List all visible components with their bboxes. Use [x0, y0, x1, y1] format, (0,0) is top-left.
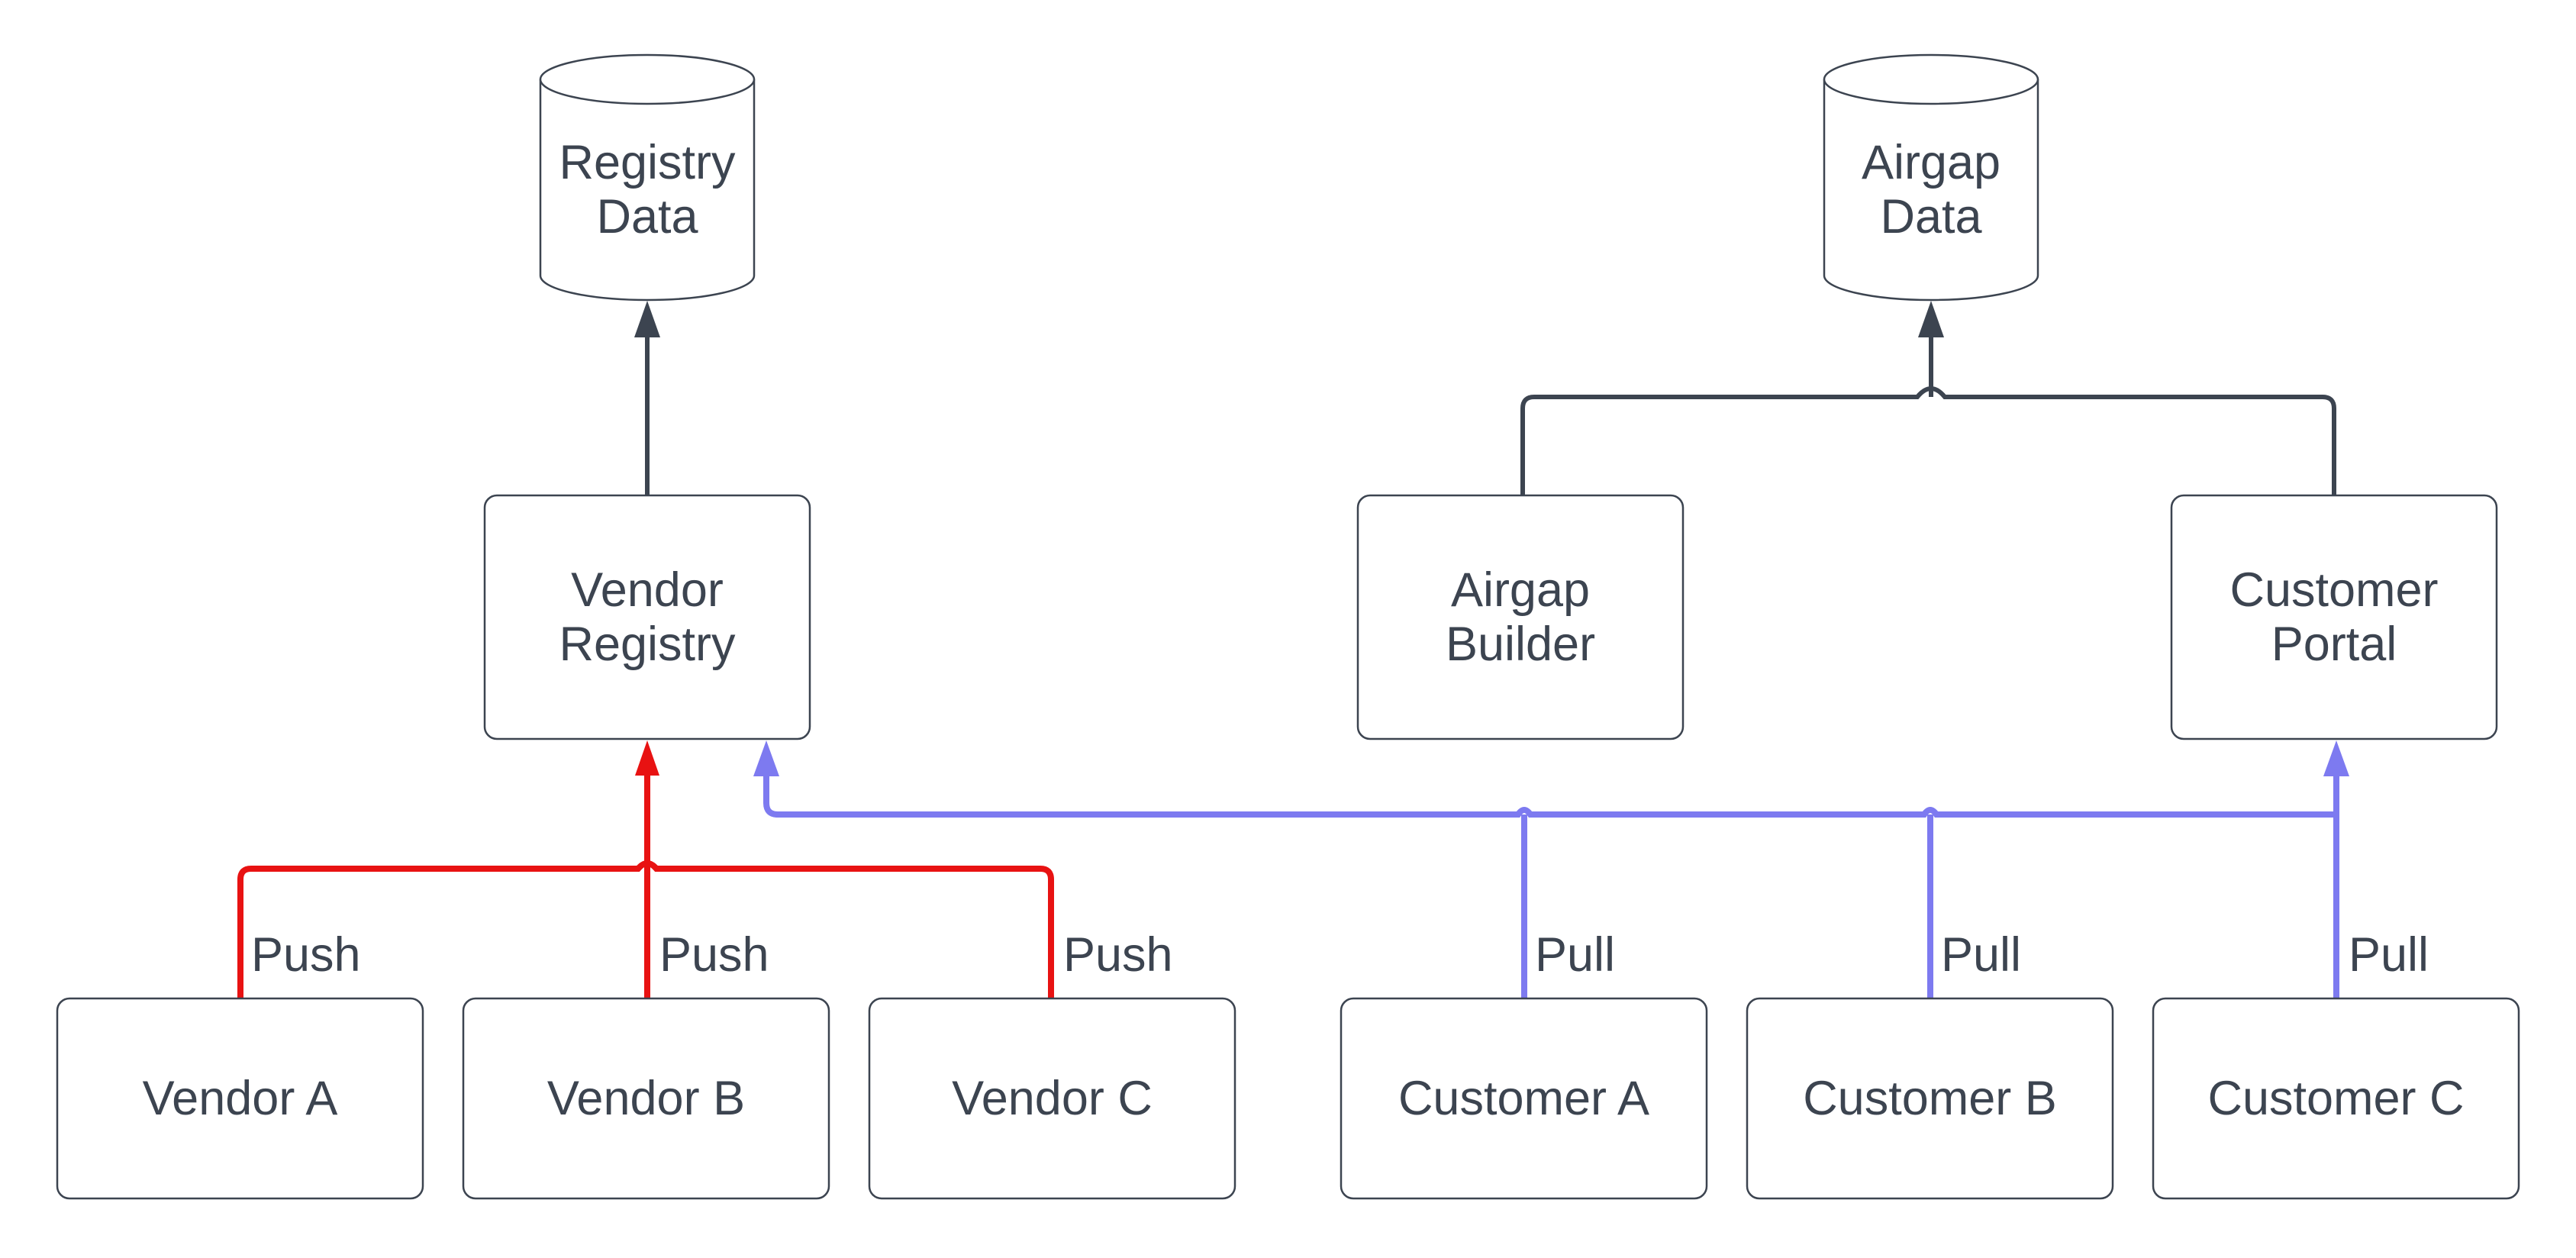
vendor-a-box	[56, 997, 424, 1200]
edge-vendor-registry-to-registry-data	[634, 301, 660, 495]
customer-a-box	[1340, 997, 1708, 1200]
airgap-builder-box	[1356, 494, 1685, 740]
customer-b-box	[1746, 997, 2114, 1200]
arrowhead-into-registry-data	[634, 301, 660, 337]
edge-customers-pull	[753, 740, 2349, 998]
arrowhead-push-into-vendor-registry	[635, 740, 659, 776]
vendor-registry-box	[483, 494, 811, 740]
edge-builder-and-portal-to-airgap-data	[1520, 301, 2336, 495]
registry-data-cylinder	[539, 53, 756, 302]
edge-vendors-push	[237, 740, 1054, 998]
arrowhead-pull-into-customer-portal	[2323, 740, 2349, 776]
arrowhead-pull-into-vendor-registry	[753, 740, 779, 776]
airgap-data-cylinder	[1823, 53, 2039, 302]
vendor-b-box	[462, 997, 830, 1200]
vendor-c-box	[868, 997, 1236, 1200]
customer-portal-box	[2170, 494, 2498, 740]
pull-trunk-line	[763, 773, 2336, 818]
customer-c-box	[2152, 997, 2520, 1200]
arrowhead-into-airgap-data	[1918, 301, 1944, 337]
